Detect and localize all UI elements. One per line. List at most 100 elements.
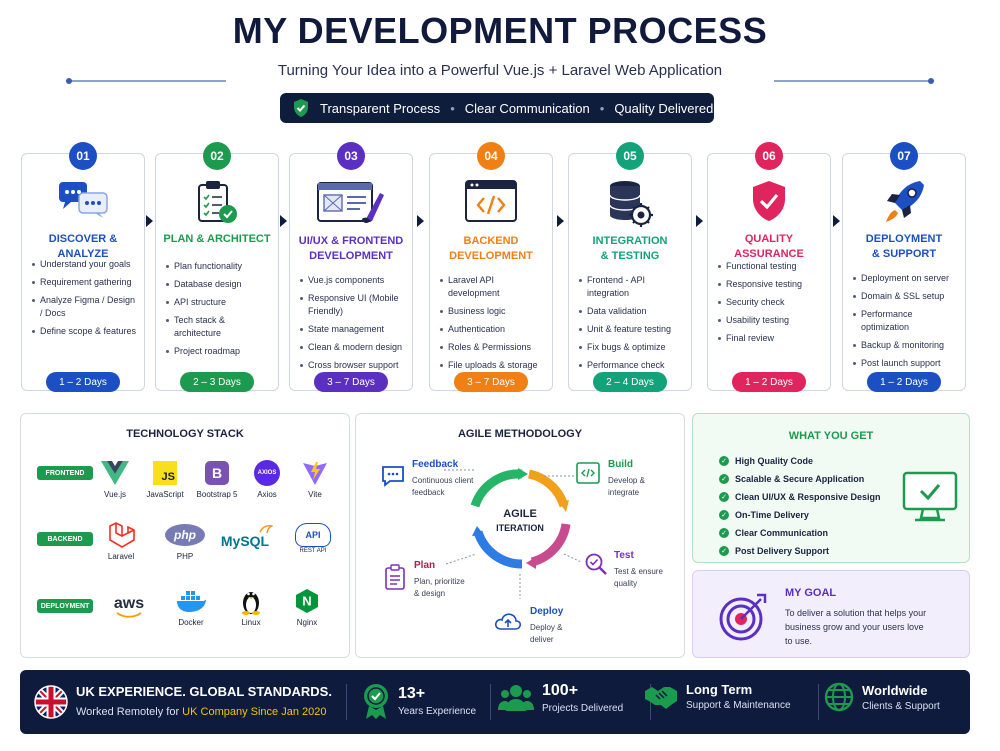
tech-mysql: MySQL [217,524,273,556]
step-number-badge: 06 [755,142,783,170]
value-pill: Transparent Process • Clear Communicatio… [280,93,714,123]
step-item: Frontend - API integration [579,274,687,300]
pill-separator: • [599,100,605,116]
aws-logo-icon: aws [113,595,145,612]
duration-badge: 2 – 4 Days [593,372,667,392]
check-circle-icon: ✓ [719,528,729,538]
footer-banner: UK EXPERIENCE. GLOBAL STANDARDS. Worked … [20,670,970,734]
code-window-icon [465,180,517,222]
chevron-right-icon [416,214,426,228]
tech-rest-api: API REST API [289,520,337,554]
step-item: Security check [718,296,826,309]
linux-penguin-icon [242,592,260,615]
magnifier-check-icon [585,553,607,575]
handshake-icon [645,686,677,709]
duration-badge: 1 – 2 Days [46,372,120,392]
shield-check-icon [753,181,785,221]
step-item: Clean & modern design [300,341,408,354]
step-item: Laravel API development [440,274,548,300]
step-title: UI/UX & FRONTEND [298,235,404,247]
cloud-upload-icon [494,613,522,630]
code-window-icon [576,462,600,484]
clipboard-list-icon [385,564,405,590]
step-item: Post launch support [853,357,961,370]
axios-logo-icon: AXIOS [254,460,280,486]
step-item: Business logic [440,305,548,318]
team-users-icon [498,685,534,711]
cycle-arc-orange [527,469,569,508]
step-item: Responsive testing [718,278,826,291]
step-title: & TESTING [600,250,660,262]
step-item: Final review [718,332,826,345]
svg-text:N: N [302,594,311,609]
step-item: Cross browser support [300,359,408,372]
bootstrap-logo-icon: B [205,461,229,485]
shield-check-icon [294,99,308,117]
javascript-logo-icon: JS [153,461,177,485]
globe-icon [824,682,854,712]
check-circle-icon: ✓ [719,510,729,520]
agile-title: AGILE METHODOLOGY [457,428,583,440]
subtitle-divider-left [66,78,226,84]
agile-step-test: Test [614,550,634,561]
agile-center-line-1: AGILE [503,508,537,520]
benefit-item: ✓High Quality Code [719,452,881,470]
agile-step-desc: Develop &integrate [608,476,645,497]
category-deployment: DEPLOYMENT [37,599,93,613]
agile-cycle-diagram: AGILE ITERATION [444,468,582,599]
chat-bubbles-icon [59,182,108,218]
stat-projects: 100+Projects Delivered [498,682,623,714]
agile-step-desc: Deploy &deliver [530,623,563,644]
step-item: Responsive UI (Mobile Friendly) [300,292,408,318]
step-item: File uploads & storage [440,359,548,372]
step-item: Project roadmap [166,345,274,358]
step-number-badge: 07 [890,142,918,170]
my-goal-title: MY GOAL [785,587,837,599]
clipboard-check-icon [198,181,237,223]
step-item: Plan functionality [166,260,274,273]
agile-methodology-panel: AGILE METHODOLOGY AGILE ITERATION Feedba… [355,413,685,658]
step-item: Define scope & features [32,325,140,338]
footer-uk-highlight: UK Company Since Jan 2020 [182,706,327,718]
footer-divider [490,684,491,720]
mysql-logo-icon: MySQL [220,533,270,549]
tech-bootstrap: B Bootstrap 5 [193,458,241,499]
agile-step-feedback: Feedback [412,459,459,470]
pill-item: Quality Delivered [614,100,714,116]
step-title: DEPLOYMENT [865,233,943,245]
step-title: & SUPPORT [871,248,937,260]
check-circle-icon: ✓ [719,492,729,502]
chevron-right-icon [695,214,705,228]
page-subtitle: Turning Your Idea into a Powerful Vue.js… [277,62,723,79]
step-title: DEVELOPMENT [309,250,393,262]
step-title: QUALITY ASSURANCE [734,233,804,260]
step-item: Usability testing [718,314,826,327]
step-item: Authentication [440,323,548,336]
dolphin-icon [259,524,273,534]
agile-step-plan: Plan [414,560,436,571]
step-item: Data validation [579,305,687,318]
step-title: DISCOVER & ANALYZE [48,233,118,260]
benefits-list: ✓High Quality Code✓Scalable & Secure App… [719,452,881,560]
step-item: API structure [166,296,274,309]
benefit-item: ✓Post Delivery Support [719,542,881,560]
award-medal-icon [364,684,388,719]
step-number-badge: 05 [616,142,644,170]
step-item: Analyze Figma / Design / Docs [32,294,140,320]
my-goal-panel: MY GOAL To deliver a solution that helps… [692,570,970,658]
footer-uk-title: UK EXPERIENCE. GLOBAL STANDARDS. [76,684,332,699]
step-number-badge: 01 [69,142,97,170]
php-logo-icon: php [165,524,205,546]
cycle-arc-blue [473,530,523,569]
